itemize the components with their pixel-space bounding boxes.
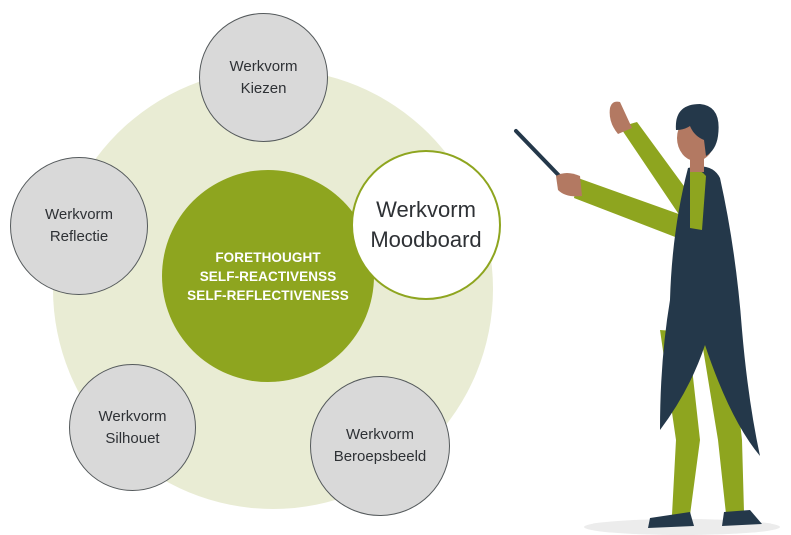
head <box>677 115 715 161</box>
hair <box>675 104 719 156</box>
node-reflectie-line2: Reflectie <box>49 228 109 245</box>
node-werkvorm-kiezen: Werkvorm Kiezen <box>199 13 328 142</box>
node-kiezen-line1: Werkvorm <box>229 57 298 75</box>
node-reflectie-line1: Werkvorm <box>44 206 114 223</box>
node-werkvorm-reflectie: Werkvorm Reflectie <box>10 157 148 295</box>
node-werkvorm-moodboard: Werkvorm Moodboard <box>351 150 501 300</box>
node-beroeps-line1: Werkvorm <box>345 426 415 443</box>
raised-arm <box>620 122 700 222</box>
node-beroeps-line2: Beroepsbeeld <box>333 448 427 465</box>
coat <box>660 166 760 456</box>
pointing-hand <box>556 173 582 197</box>
node-moodboard-line2: Moodboard <box>370 227 482 252</box>
left-shoe <box>648 512 694 528</box>
pointing-arm <box>574 178 690 240</box>
node-silhouet-line2: Silhouet <box>105 429 160 447</box>
node-kiezen-line2: Kiezen <box>240 79 287 97</box>
neck <box>690 150 704 172</box>
right-shoe <box>722 510 762 526</box>
left-leg <box>660 330 700 515</box>
center-line-forethought: FORETHOUGHT <box>215 249 321 265</box>
ground-shadow <box>584 519 780 535</box>
node-werkvorm-beroepsbeeld: Werkvorm Beroepsbeeld <box>310 376 450 516</box>
center-circle: FORETHOUGHT SELF-REACTIVENSS SELF-REFLEC… <box>162 170 374 382</box>
center-line-self-reflectiveness: SELF-REFLECTIVENESS <box>187 287 349 303</box>
right-leg <box>700 330 744 514</box>
pointer-stick <box>514 129 572 189</box>
shirt <box>690 169 706 230</box>
center-line-self-reactiveness: SELF-REACTIVENSS <box>199 268 337 284</box>
raised-hand <box>609 101 632 134</box>
node-werkvorm-silhouet: Werkvorm Silhouet <box>69 364 196 491</box>
node-moodboard-line1: Werkvorm <box>376 197 476 222</box>
node-silhouet-line1: Werkvorm <box>98 407 167 425</box>
